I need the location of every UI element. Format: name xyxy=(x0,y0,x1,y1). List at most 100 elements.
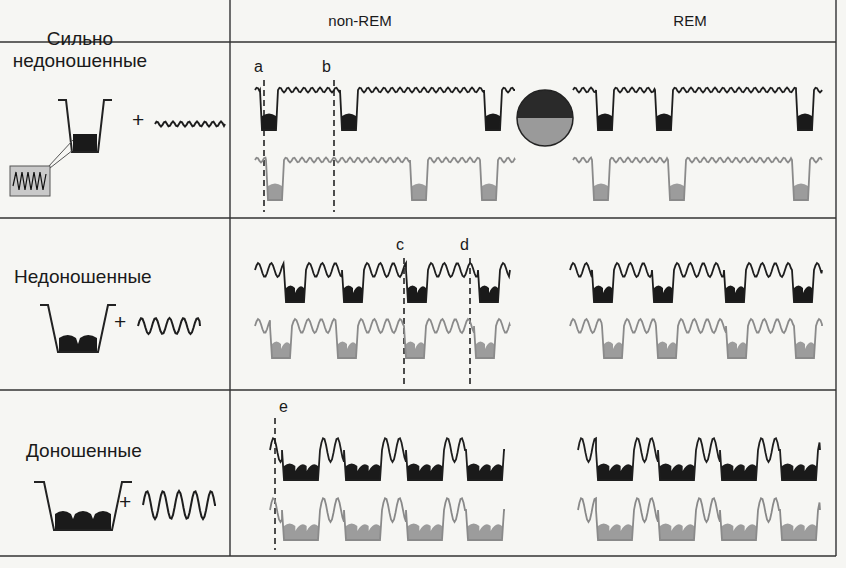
eeg-trace xyxy=(573,88,822,131)
burst-fill xyxy=(286,286,304,303)
burst-fill xyxy=(338,342,356,359)
burst-fill xyxy=(284,524,318,541)
burst-fill xyxy=(346,464,380,481)
burst-fill xyxy=(272,342,290,359)
burst-fill xyxy=(796,342,814,359)
burst-fill xyxy=(406,342,424,359)
burst-fill xyxy=(604,342,622,359)
eeg-traces xyxy=(138,88,822,541)
table-frame xyxy=(0,0,836,556)
burst-fill xyxy=(794,184,808,201)
burst-fill xyxy=(486,114,500,131)
column-header: REM xyxy=(640,12,740,29)
eeg-trace xyxy=(255,319,510,358)
circle-grey-half xyxy=(517,118,573,146)
wave-icon xyxy=(155,122,225,127)
marker-letter: e xyxy=(279,398,288,416)
burst-fill xyxy=(782,464,816,481)
burst-fill xyxy=(468,464,502,481)
burst-fill xyxy=(598,524,632,541)
eeg-trace xyxy=(573,158,822,201)
row-label: Сильно недоношенные xyxy=(4,28,156,72)
burst-icon xyxy=(10,100,112,196)
burst-fill xyxy=(468,524,502,541)
burst-fill xyxy=(408,464,442,481)
burst-fill xyxy=(408,286,426,303)
row-label: Доношенные xyxy=(26,440,142,462)
burst-fill xyxy=(598,464,632,481)
burst-fill xyxy=(346,524,380,541)
burst-fill xyxy=(594,286,612,303)
burst-fill xyxy=(657,114,671,131)
burst-fill xyxy=(284,464,318,481)
marker-line xyxy=(274,418,276,550)
burst-fill xyxy=(660,464,694,481)
zoom-inset xyxy=(10,166,50,196)
eeg-trace xyxy=(578,438,820,480)
burst-fill xyxy=(408,524,442,541)
wave-icon xyxy=(143,491,216,519)
burst-icon xyxy=(34,482,132,530)
burst-fill xyxy=(268,184,282,201)
burst-fill xyxy=(476,342,494,359)
trough-outline xyxy=(34,482,132,530)
burst-fill xyxy=(654,286,672,303)
burst-fill xyxy=(594,184,608,201)
row-divider xyxy=(0,389,836,390)
burst-fill xyxy=(726,286,744,303)
burst-fill xyxy=(782,524,816,541)
burst-fill xyxy=(798,114,812,131)
marker-line xyxy=(403,258,405,384)
burst-fill xyxy=(598,114,612,131)
burst-fill xyxy=(342,114,356,131)
burst-fill xyxy=(482,184,496,201)
burst-fill xyxy=(794,286,812,303)
row-divider xyxy=(0,217,836,218)
marker-line xyxy=(263,80,265,212)
burst-fill xyxy=(412,184,426,201)
right-border xyxy=(835,0,836,556)
row-divider xyxy=(0,41,836,42)
marker-line xyxy=(333,80,335,212)
row-divider xyxy=(0,555,836,556)
trough-outline xyxy=(58,100,112,152)
marker-letter: a xyxy=(254,58,263,76)
plus-sign: + xyxy=(114,310,126,334)
eeg-trace xyxy=(270,438,505,480)
eeg-trace xyxy=(255,158,515,201)
eeg-trace xyxy=(578,498,820,540)
eeg-trace xyxy=(270,498,505,540)
eeg-trace xyxy=(570,263,822,302)
state-circle xyxy=(517,90,573,146)
burst-fill xyxy=(55,511,111,529)
eeg-trace xyxy=(255,263,510,302)
plus-sign: + xyxy=(132,108,144,132)
fast-oscillation xyxy=(13,172,46,190)
circle-outline xyxy=(517,90,573,146)
plus-sign: + xyxy=(119,490,131,514)
burst-fill xyxy=(660,524,694,541)
circle-dark-half xyxy=(517,90,573,118)
marker-letter: c xyxy=(396,236,404,254)
eeg-trace xyxy=(255,88,515,131)
column-header: non-REM xyxy=(300,12,420,29)
row-label: Недоношенные xyxy=(14,266,152,288)
burst-fill xyxy=(670,184,684,201)
burst-fill xyxy=(344,286,362,303)
marker-letter: b xyxy=(322,58,331,76)
marker-letter: d xyxy=(460,236,469,254)
column-divider xyxy=(229,0,230,556)
burst-fill xyxy=(480,286,498,303)
burst-fill xyxy=(262,114,276,131)
burst-fill xyxy=(722,464,756,481)
burst-fill xyxy=(73,134,97,151)
burst-fill xyxy=(59,335,97,351)
burst-fill xyxy=(658,342,676,359)
burst-icon xyxy=(40,305,116,352)
burst-fill xyxy=(728,342,746,359)
zoom-line xyxy=(48,140,73,167)
burst-fill xyxy=(722,524,756,541)
wave-icon xyxy=(138,318,200,334)
eeg-trace xyxy=(570,319,822,358)
trough-outline xyxy=(40,305,116,352)
